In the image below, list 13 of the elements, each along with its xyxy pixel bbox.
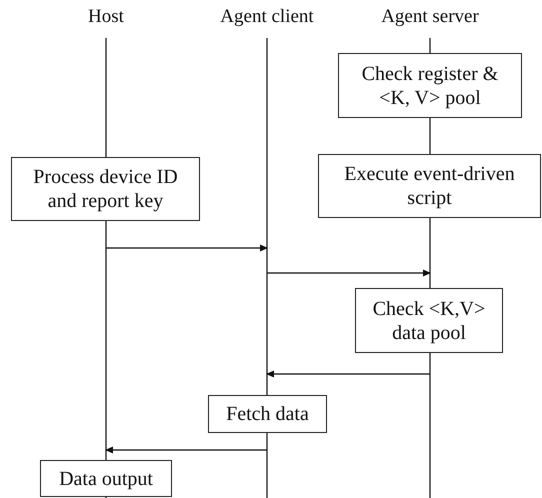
- activity-box: Execute event-driven script: [318, 154, 541, 218]
- activity-box: Data output: [40, 460, 172, 497]
- message-arrow: [105, 446, 267, 454]
- participant-label: Agent server: [381, 6, 479, 28]
- activity-box: Fetch data: [208, 395, 327, 433]
- activity-box: Check register & <K, V> pool: [338, 53, 522, 118]
- participant-label: Host: [88, 6, 124, 28]
- activity-box: Process device ID and report key: [11, 157, 200, 221]
- activity-box: Check <K,V> data pool: [355, 288, 503, 353]
- participant-label: Agent client: [220, 6, 314, 28]
- message-arrow: [267, 270, 431, 276]
- message-arrow: [266, 370, 430, 378]
- message-arrow: [106, 244, 268, 252]
